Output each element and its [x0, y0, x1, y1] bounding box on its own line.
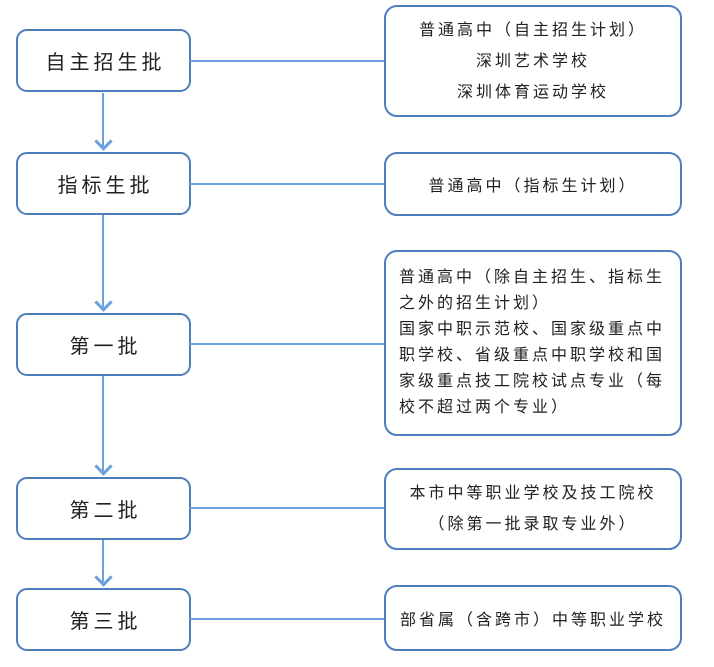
- down-arrowhead-icon: [94, 457, 113, 476]
- connector-line: [190, 183, 384, 185]
- down-arrowhead-icon: [94, 132, 113, 151]
- batch-box-disanpi: 第三批: [16, 588, 191, 651]
- target-text: 本市中等职业学校及技工院校: [409, 485, 657, 502]
- target-box-dierpi: 本市中等职业学校及技工院校 （除第一批录取专业外）: [384, 468, 682, 550]
- batch-box-zizhuzhaosheng: 自主招生批: [16, 29, 191, 92]
- target-text: 之外的招生计划）: [399, 295, 552, 312]
- target-text: 校不超过两个专业）: [399, 399, 571, 416]
- down-arrowhead-icon: [94, 568, 113, 587]
- connector-line: [190, 60, 384, 62]
- connector-line: [190, 507, 384, 509]
- connector-line: [190, 343, 384, 345]
- down-arrowhead-icon: [94, 293, 113, 312]
- target-text: 普通高中（自主招生计划）: [418, 21, 647, 39]
- target-text: 家级重点技工院校试点专业（每: [399, 373, 666, 390]
- target-text: 深圳艺术学校: [475, 52, 590, 70]
- target-text: 普通高中（指标生计划）: [428, 178, 638, 195]
- connector-line: [190, 618, 384, 620]
- target-text: 深圳体育运动学校: [456, 83, 609, 101]
- batch-label: 第一批: [69, 336, 142, 358]
- down-arrow-shaft: [102, 376, 104, 471]
- batch-box-zhibiaosheng: 指标生批: [16, 152, 191, 215]
- batch-label: 自主招生批: [45, 52, 166, 74]
- target-box-zhibiaosheng: 普通高中（指标生计划）: [384, 152, 682, 216]
- down-arrow-shaft: [102, 215, 104, 307]
- target-text: 国家中职示范校、国家级重点中: [399, 321, 666, 338]
- target-text: 职学校、省级重点中职学校和国: [399, 347, 666, 364]
- target-text: 部省属（含跨市）中等职业学校: [399, 612, 666, 629]
- batch-label: 第三批: [69, 611, 142, 633]
- target-box-disanpi: 部省属（含跨市）中等职业学校: [384, 585, 682, 651]
- batch-label: 第二批: [69, 500, 142, 522]
- batch-label: 指标生批: [57, 175, 154, 197]
- batch-box-diyipi: 第一批: [16, 313, 191, 376]
- target-box-zizhuzhaosheng: 普通高中（自主招生计划） 深圳艺术学校 深圳体育运动学校: [384, 5, 682, 117]
- batch-box-dierpi: 第二批: [16, 477, 191, 540]
- down-arrow-shaft: [102, 540, 104, 582]
- target-text: （除第一批录取专业外）: [428, 516, 638, 533]
- target-box-diyipi: 普通高中（除自主招生、指标生 之外的招生计划） 国家中职示范校、国家级重点中 职…: [384, 250, 682, 436]
- down-arrow-shaft: [102, 93, 104, 146]
- target-text: 普通高中（除自主招生、指标生: [399, 269, 666, 286]
